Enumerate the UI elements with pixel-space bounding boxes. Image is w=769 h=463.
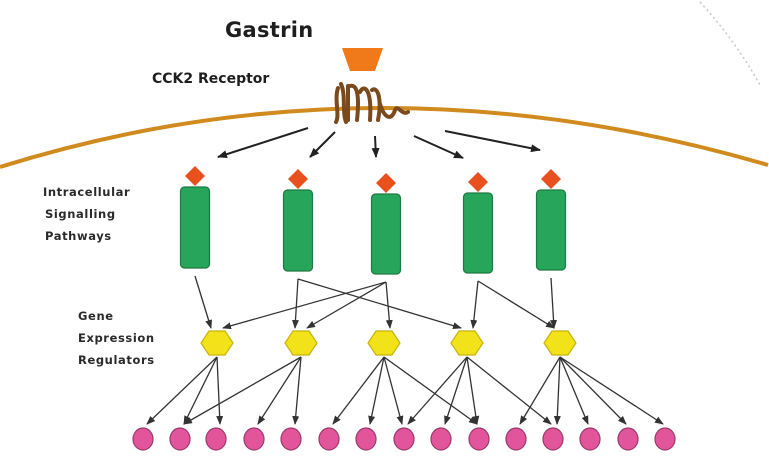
- regulators-label: Gene Expression Regulators: [78, 305, 155, 371]
- target-gene: [243, 427, 265, 451]
- regulator-to-gene-arrow: [559, 356, 589, 425]
- cck2-receptor: [334, 82, 410, 124]
- gene-expression-regulator: [367, 330, 401, 356]
- pathway-to-regulator-arrow: [222, 281, 387, 330]
- target-gene: [542, 427, 564, 451]
- ligand-label: Gastrin: [225, 18, 314, 42]
- pathway-body: [535, 189, 567, 271]
- regulator-to-gene-arrow: [559, 356, 627, 425]
- regulator-to-gene-arrow: [292, 356, 302, 425]
- regulator-to-gene-arrow: [559, 356, 664, 425]
- receptor-arrow: [371, 135, 380, 158]
- gastrin-ligand: [342, 48, 383, 71]
- gene-expression-regulator: [543, 330, 577, 356]
- target-gene: [430, 427, 452, 451]
- target-gene: [654, 427, 676, 451]
- pathway-to-regulator-arrow: [291, 278, 299, 329]
- pathway-to-regulator-arrow: [470, 280, 479, 329]
- pathway-body: [282, 189, 314, 272]
- receptor-arrow: [309, 131, 336, 158]
- regulator-to-gene-arrows: [146, 356, 664, 425]
- target-gene: [280, 427, 302, 451]
- decorative-dotted-arc: [699, 1, 761, 86]
- signalling-pathways: [179, 166, 567, 275]
- receptor-label: CCK2 Receptor: [152, 71, 270, 87]
- signalling-pathway: [535, 169, 567, 271]
- target-gene: [579, 427, 601, 451]
- regulator-to-gene-arrow: [466, 356, 552, 425]
- pathway-body: [179, 186, 211, 269]
- regulators-label-line-1: Gene: [78, 309, 114, 323]
- gene-expression-regulator: [450, 330, 484, 356]
- signalling-pathway: [462, 172, 494, 274]
- regulator-to-gene-arrow: [183, 356, 218, 425]
- pathway-body: [370, 193, 402, 275]
- regulator-to-gene-arrow: [257, 356, 302, 425]
- pathway-activator: [541, 169, 561, 189]
- regulator-to-gene-arrow: [553, 356, 561, 425]
- regulator-to-gene-arrow: [519, 356, 561, 425]
- pathway-to-regulator-arrows: [194, 275, 558, 330]
- pathway-activator: [468, 172, 488, 192]
- target-gene: [169, 427, 191, 451]
- pathway-to-regulator-arrow: [550, 277, 558, 329]
- target-gene: [355, 427, 377, 451]
- target-genes: [132, 427, 676, 451]
- pathway-body: [462, 192, 494, 274]
- regulator-to-gene-arrow: [383, 356, 404, 425]
- receptor-arrow: [217, 127, 309, 159]
- target-gene: [468, 427, 490, 451]
- gene-expression-regulator: [284, 330, 318, 356]
- regulator-to-gene-arrow: [146, 356, 218, 425]
- regulator-to-gene-arrow: [466, 356, 480, 425]
- target-gene: [132, 427, 154, 451]
- pathway-activator: [376, 173, 396, 193]
- pathway-activator: [185, 166, 205, 186]
- regulator-to-gene-arrow: [407, 356, 468, 425]
- gene-expression-regulators: [200, 330, 577, 356]
- regulator-to-gene-arrow: [216, 356, 224, 425]
- signalling-pathway: [370, 173, 402, 275]
- regulator-to-gene-arrow: [383, 356, 478, 425]
- pathways-label-line-2: Signalling: [45, 207, 116, 221]
- pathway-to-regulator-arrow: [297, 278, 462, 330]
- target-gene: [393, 427, 415, 451]
- receptor-arrow: [413, 135, 464, 159]
- cell-membrane: [0, 106, 769, 169]
- pathway-to-regulator-arrow: [477, 280, 555, 329]
- receptor-arrows: [217, 127, 541, 159]
- pathway-activator: [288, 169, 308, 189]
- regulators-label-line-2: Expression: [78, 331, 155, 345]
- pathways-label: Intracellular Signalling Pathways: [43, 181, 130, 247]
- pathway-to-regulator-arrow: [385, 281, 393, 329]
- receptor-arrow: [444, 130, 541, 153]
- regulator-to-gene-arrow: [183, 356, 302, 425]
- target-gene: [505, 427, 527, 451]
- pathway-to-regulator-arrow: [306, 281, 387, 329]
- regulator-to-gene-arrow: [332, 356, 385, 425]
- pathways-label-line-3: Pathways: [45, 229, 112, 243]
- signalling-pathway: [282, 169, 314, 272]
- pathway-to-regulator-arrow: [194, 275, 212, 329]
- regulator-to-gene-arrow: [368, 356, 385, 425]
- target-gene: [205, 427, 227, 451]
- signalling-pathway: [179, 166, 211, 269]
- target-gene: [617, 427, 639, 451]
- pathways-label-line-1: Intracellular: [43, 185, 131, 199]
- target-gene: [318, 427, 340, 451]
- regulator-to-gene-arrow: [444, 356, 468, 425]
- regulators-label-line-3: Regulators: [78, 353, 155, 367]
- gene-expression-regulator: [200, 330, 234, 356]
